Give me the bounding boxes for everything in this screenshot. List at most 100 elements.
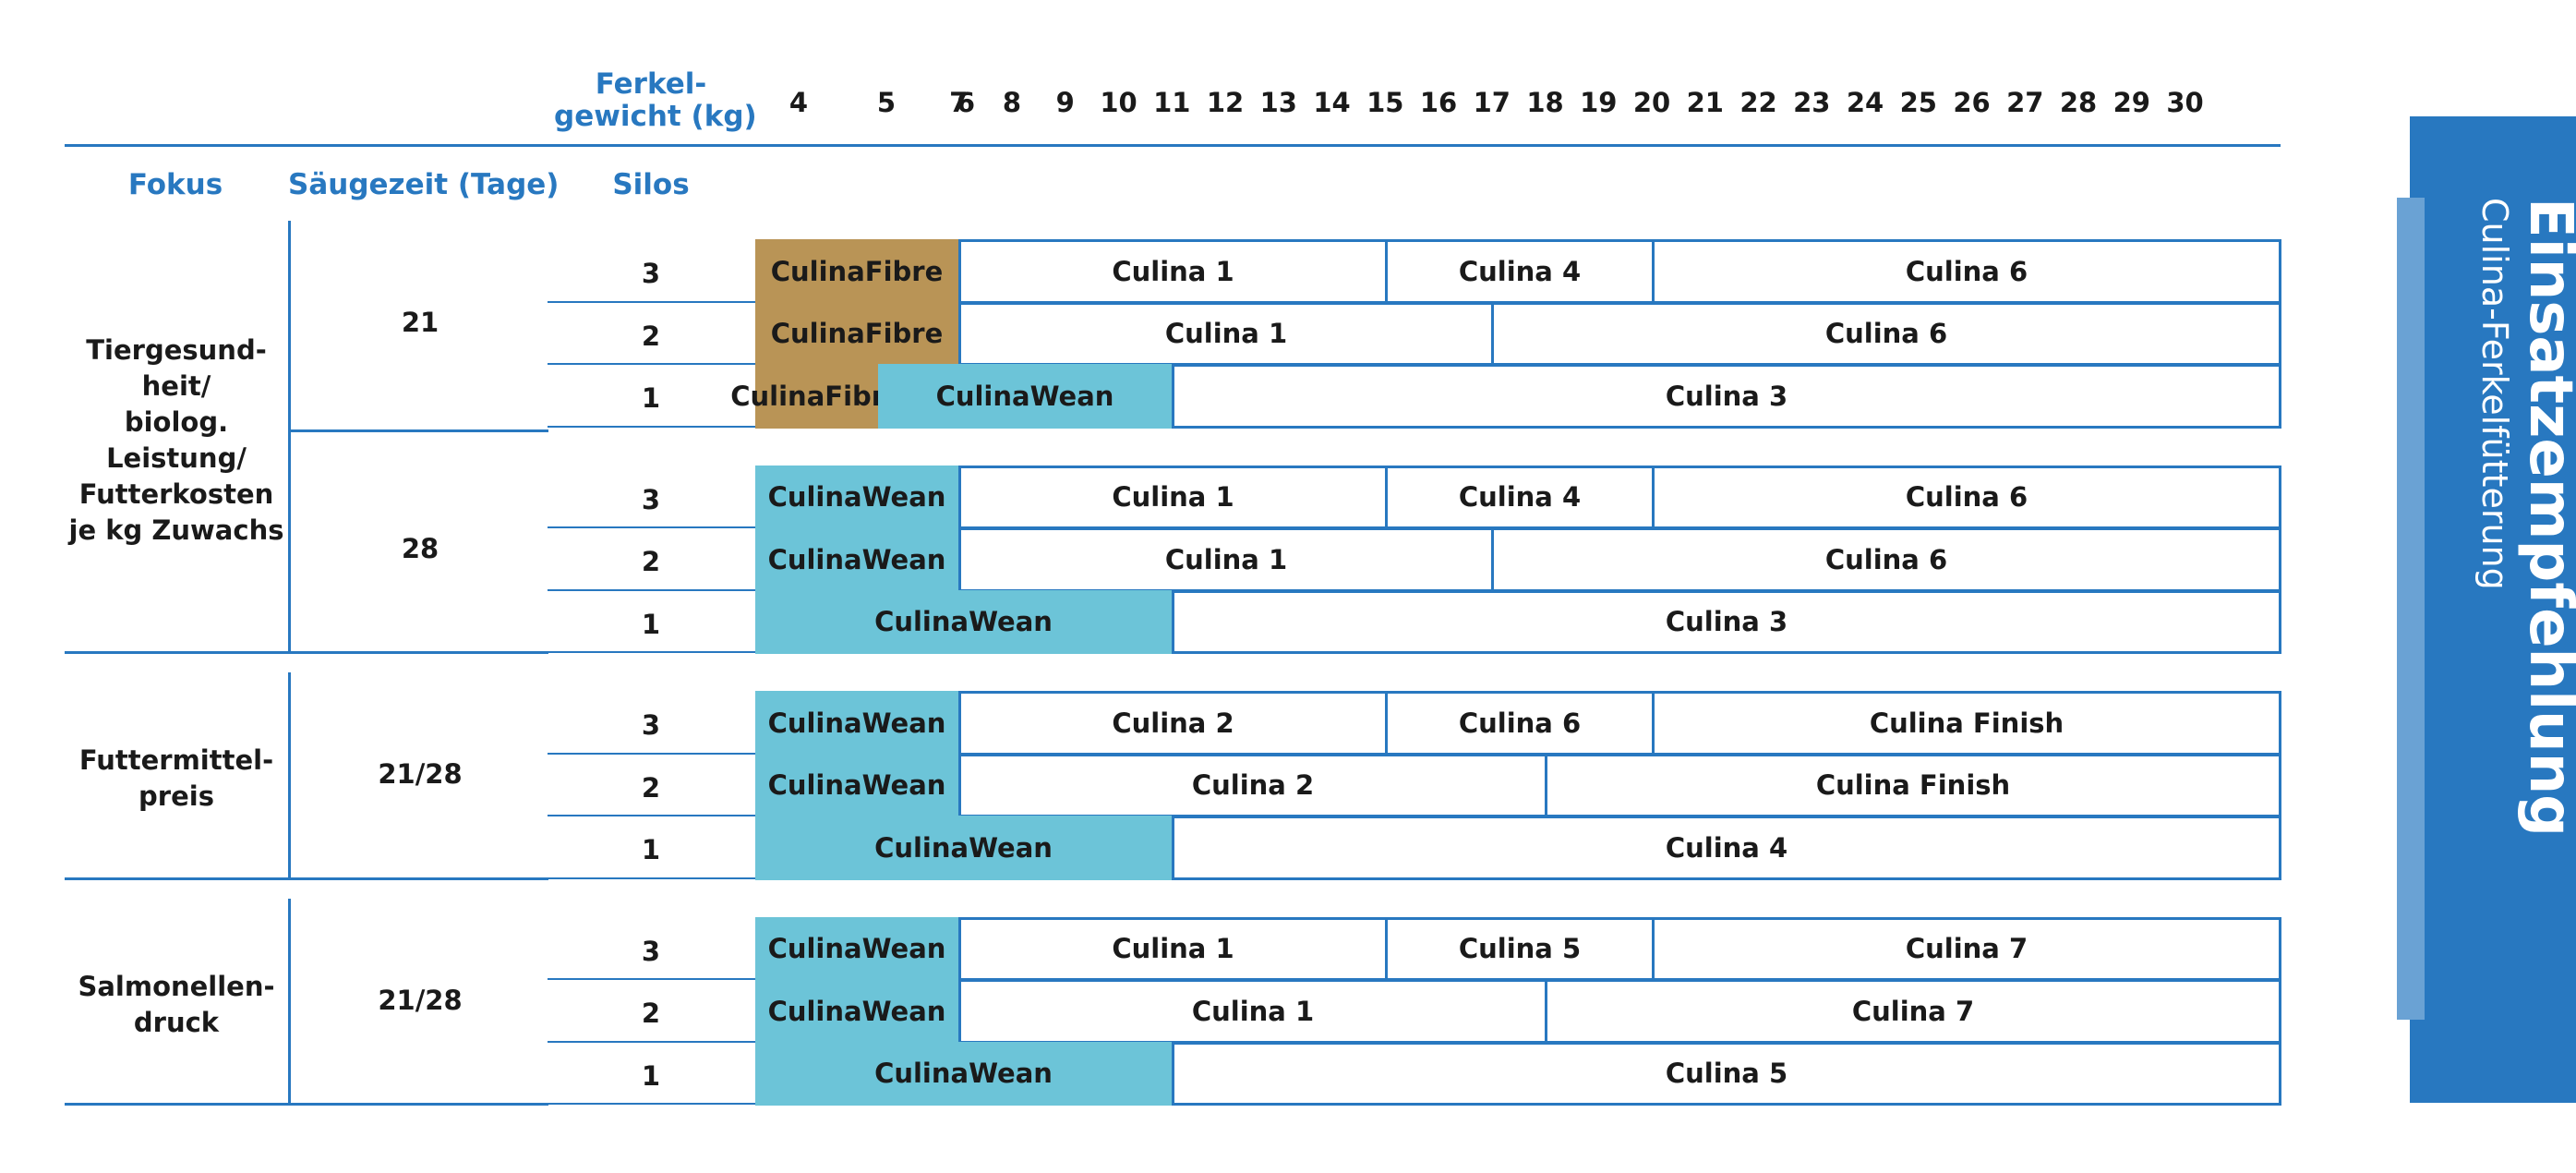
feed-segment: Culina 2 — [958, 691, 1388, 756]
column-header-saeugezeit: Säugezeit (Tage) — [288, 168, 560, 201]
weight-axis-label-line2: gewicht (kg) — [554, 100, 757, 133]
silo-count: 3 — [641, 935, 661, 967]
feed-segment: Culina 3 — [1172, 364, 2281, 429]
weight-tick: 11 — [1153, 87, 1191, 118]
silo-count: 2 — [641, 998, 661, 1029]
feed-segment: Culina 5 — [1385, 916, 1655, 981]
silo-count: 2 — [641, 546, 661, 577]
side-panel-subtitle: Culina-Ferkelfütterung — [2474, 198, 2515, 590]
weight-tick: 26 — [1953, 87, 1991, 118]
side-panel — [2410, 116, 2576, 1103]
culinawean-segment: CulinaWean — [755, 465, 958, 529]
row-divider — [548, 877, 755, 879]
row-divider — [548, 363, 755, 365]
silo-count: 1 — [641, 608, 661, 640]
weight-tick: 10 — [1100, 87, 1138, 118]
weight-tick: 28 — [2059, 87, 2098, 118]
fokus-label-line: heit/ — [141, 369, 211, 402]
row-divider — [548, 300, 755, 303]
culinafibre-segment: CulinaFibre — [755, 239, 958, 304]
weight-tick: 25 — [1899, 87, 1937, 118]
fokus-label-line: Tiergesund- — [86, 333, 267, 366]
saeugezeit-value: 21/28 — [378, 758, 463, 791]
fokus-column-separator — [288, 672, 291, 880]
feed-segment: Culina 1 — [958, 916, 1388, 981]
weight-tick: 4 — [788, 87, 809, 118]
fokus-label-line: Futtermittel- — [78, 744, 274, 777]
fokus-label-line: druck — [133, 1006, 220, 1038]
silo-count: 2 — [641, 320, 661, 352]
weight-tick: 17 — [1473, 87, 1511, 118]
weight-tick: 14 — [1313, 87, 1351, 118]
weight-tick: 29 — [2113, 87, 2150, 118]
weight-tick: 30 — [2166, 87, 2204, 118]
feed-segment: Culina 2 — [958, 753, 1547, 817]
culinafibre-segment: CulinaFibre — [755, 301, 958, 366]
feed-segment: Culina Finish — [1652, 691, 2281, 756]
silo-count: 1 — [641, 1059, 661, 1092]
group-divider — [65, 877, 548, 880]
row-divider — [548, 651, 755, 653]
side-panel-text: Einsatzempfehlung Culina-Ferkelfütterung — [2474, 198, 2576, 837]
feed-segment: Culina 1 — [958, 239, 1388, 304]
culinawean-segment: CulinaWean — [755, 1041, 1172, 1106]
feed-segment: Culina 3 — [1172, 589, 2281, 654]
feed-segment: Culina 6 — [1652, 239, 2281, 304]
culinawean-segment: CulinaWean — [755, 753, 958, 817]
feed-segment: Culina 1 — [958, 465, 1388, 529]
fokus-label: Tiergesund-heit/biolog.Leistung/Futterko… — [65, 333, 288, 549]
fokus-label-line: Salmonellen- — [78, 970, 275, 1002]
weight-tick: 9 — [1055, 87, 1075, 118]
weight-tick: 5 — [876, 87, 897, 118]
feed-segment: Culina Finish — [1545, 753, 2281, 817]
fokus-label-line: biolog. — [124, 405, 229, 438]
culinawean-segment: CulinaWean — [755, 589, 1172, 654]
silo-count: 3 — [641, 258, 661, 289]
weight-tick: 13 — [1259, 87, 1297, 118]
weight-tick: 22 — [1739, 87, 1777, 118]
saeugezeit-value: 21/28 — [378, 984, 463, 1016]
weight-tick: 7 — [949, 87, 969, 118]
row-divider — [548, 815, 755, 816]
fokus-label-line: Leistung/ — [106, 441, 247, 474]
culinawean-segment: CulinaWean — [755, 979, 958, 1044]
row-divider — [548, 1103, 755, 1105]
row-divider — [548, 1040, 755, 1043]
feed-segment: Culina 4 — [1172, 816, 2281, 880]
fokus-label: Salmonellen-druck — [65, 969, 288, 1041]
weight-axis-label-line1: Ferkel- — [595, 67, 707, 101]
weight-tick: 6 — [956, 87, 976, 118]
weight-tick: 19 — [1580, 87, 1618, 118]
feed-segment: Culina 4 — [1385, 465, 1655, 529]
fokus-column-separator — [288, 898, 291, 1106]
subgroup-divider — [288, 429, 548, 432]
feed-segment: Culina 6 — [1491, 527, 2281, 592]
saeugezeit-value: 21 — [401, 307, 439, 339]
weight-tick: 16 — [1419, 87, 1458, 118]
culinawean-segment: CulinaWean — [878, 364, 1172, 429]
silo-count: 2 — [641, 771, 661, 804]
feed-segment: Culina 6 — [1491, 301, 2281, 366]
culinawean-segment: CulinaWean — [755, 691, 958, 756]
culinafibre-segment: CulinaFibre — [730, 364, 903, 429]
silo-count: 3 — [641, 483, 661, 515]
side-panel-accent-strip — [2397, 198, 2425, 1020]
weight-axis-label: Ferkel- gewicht (kg) — [554, 67, 757, 133]
weight-tick: 12 — [1206, 87, 1245, 118]
feed-segment: Culina 5 — [1172, 1041, 2281, 1106]
feed-segment: Culina 7 — [1652, 916, 2281, 981]
feed-segment: Culina 1 — [958, 301, 1494, 366]
group-divider — [65, 1103, 548, 1106]
feed-segment: Culina 4 — [1385, 239, 1655, 304]
feed-segment: Culina 7 — [1545, 979, 2281, 1044]
silo-count: 3 — [641, 709, 661, 741]
culinawean-segment: CulinaWean — [755, 527, 958, 592]
weight-tick: 24 — [1846, 87, 1884, 118]
fokus-label: Futtermittel-preis — [65, 743, 288, 815]
weight-tick: 8 — [1002, 87, 1022, 118]
weight-tick: 15 — [1366, 87, 1404, 118]
row-divider — [548, 978, 755, 980]
row-divider — [548, 425, 755, 428]
group-divider — [65, 651, 548, 654]
